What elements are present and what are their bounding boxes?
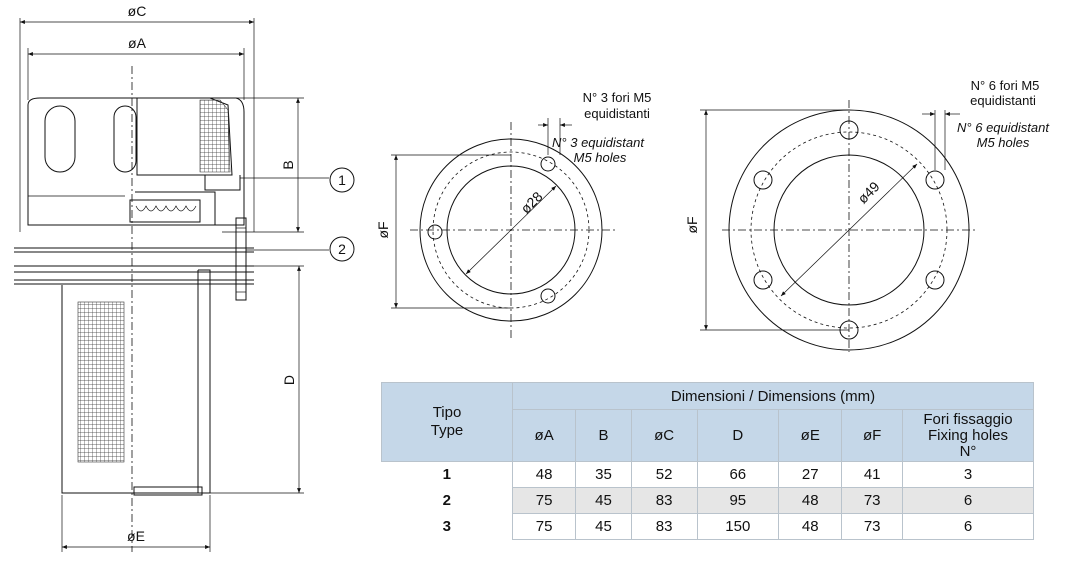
flange-3-label-it-2: equidistanti bbox=[584, 106, 650, 121]
flange-3-label-it-1: N° 3 fori M5 bbox=[583, 90, 652, 105]
col-header-oF: øF bbox=[841, 409, 903, 462]
flange-3-label-en-2: M5 holes bbox=[574, 150, 627, 165]
cell-D: 150 bbox=[696, 513, 780, 540]
cell-oE: 27 bbox=[778, 461, 843, 488]
cell-oE: 48 bbox=[778, 487, 843, 514]
mounting-hole bbox=[839, 120, 859, 140]
callout-2-label: 2 bbox=[338, 241, 346, 257]
callout-1 bbox=[329, 167, 355, 193]
mounting-hole bbox=[925, 270, 945, 290]
col-header-holes: Fori fissaggio Fixing holes N° bbox=[902, 409, 1034, 462]
strainer-mesh bbox=[77, 301, 125, 463]
type-header-en: Type bbox=[430, 422, 464, 439]
cell-oC: 83 bbox=[630, 487, 698, 514]
cell-oF: 73 bbox=[841, 513, 903, 540]
basket-bottom bbox=[133, 486, 203, 496]
flange-3-label-en-1: N° 3 equidistant bbox=[552, 135, 645, 150]
cell-holes: 6 bbox=[902, 487, 1034, 514]
flange-6-label-it-1: N° 6 fori M5 bbox=[971, 78, 1040, 93]
vent-slot bbox=[44, 105, 76, 173]
dia-label-6: øF bbox=[684, 216, 700, 233]
type-header: Tipo Type bbox=[381, 382, 513, 462]
dim-label-oE: øE bbox=[127, 528, 145, 544]
callout-1-label: 1 bbox=[338, 172, 346, 188]
table-row: 1 48 35 52 66 27 41 3 bbox=[381, 461, 1034, 488]
col-header-D: D bbox=[696, 409, 780, 462]
holes-header-en: Fixing holes bbox=[927, 426, 1009, 444]
bolt bbox=[235, 217, 247, 301]
cell-oE: 48 bbox=[778, 513, 843, 540]
dim-label-oA: øA bbox=[128, 35, 147, 51]
cell-holes: 3 bbox=[902, 461, 1034, 488]
cell-oA: 75 bbox=[511, 487, 577, 514]
vent-slot bbox=[113, 105, 137, 173]
dimensions-table: Tipo Type Dimensioni / Dimensions (mm) ø… bbox=[381, 382, 1034, 540]
flange-6-label-en-2: M5 holes bbox=[977, 135, 1030, 150]
row-type: 2 bbox=[381, 487, 513, 514]
dim-label-B: B bbox=[280, 160, 296, 169]
type-header-it: Tipo bbox=[432, 404, 462, 421]
cell-oA: 75 bbox=[511, 513, 577, 540]
cell-B: 45 bbox=[575, 487, 632, 514]
col-header-oC: øC bbox=[630, 409, 698, 462]
cell-oC: 52 bbox=[630, 461, 698, 488]
flange-3-holes: ø28 øF N° 3 fori M5 equidistanti N° 3 eq… bbox=[375, 90, 651, 340]
cell-D: 95 bbox=[696, 487, 780, 514]
col-header-oE: øE bbox=[778, 409, 843, 462]
cell-D: 66 bbox=[696, 461, 780, 488]
dim-label-oC: øC bbox=[128, 3, 147, 19]
cell-B: 45 bbox=[575, 513, 632, 540]
cell-oF: 73 bbox=[841, 487, 903, 514]
cell-B: 35 bbox=[575, 461, 632, 488]
dim-label-D: D bbox=[281, 375, 297, 385]
col-header-oA: øA bbox=[511, 409, 577, 462]
holes-header-no: N° bbox=[959, 442, 977, 460]
flange-6-holes: ø49 øF N° 6 fori M5 equidistanti N° 6 eq… bbox=[684, 78, 1050, 352]
row-type: 1 bbox=[381, 461, 513, 488]
mounting-hole bbox=[753, 270, 773, 290]
callout-2 bbox=[329, 236, 355, 262]
dimensions-group-header: Dimensioni / Dimensions (mm) bbox=[512, 382, 1034, 410]
mounting-hole bbox=[540, 288, 556, 304]
flange-6-label-it-2: equidistanti bbox=[970, 93, 1036, 108]
col-header-B: B bbox=[575, 409, 632, 462]
cell-holes: 6 bbox=[902, 513, 1034, 540]
mounting-hole bbox=[427, 224, 443, 240]
cell-oA: 48 bbox=[511, 461, 577, 488]
cell-oC: 83 bbox=[630, 513, 698, 540]
mounting-hole bbox=[925, 170, 945, 190]
row-type: 3 bbox=[381, 513, 513, 540]
holes-header-it: Fori fissaggio bbox=[923, 410, 1013, 428]
cell-oF: 41 bbox=[841, 461, 903, 488]
dia-label-3: øF bbox=[375, 221, 391, 238]
side-view: øC øA B 1 bbox=[14, 3, 355, 552]
pcd-label-6: ø49 bbox=[854, 178, 883, 207]
mounting-hole bbox=[540, 156, 556, 172]
mounting-hole bbox=[753, 170, 773, 190]
table-row: 2 75 45 83 95 48 73 6 bbox=[381, 487, 1034, 514]
pcd-label-3: ø28 bbox=[517, 188, 546, 217]
table-row: 3 75 45 83 150 48 73 6 bbox=[381, 513, 1034, 540]
flange-6-label-en-1: N° 6 equidistant bbox=[957, 120, 1050, 135]
